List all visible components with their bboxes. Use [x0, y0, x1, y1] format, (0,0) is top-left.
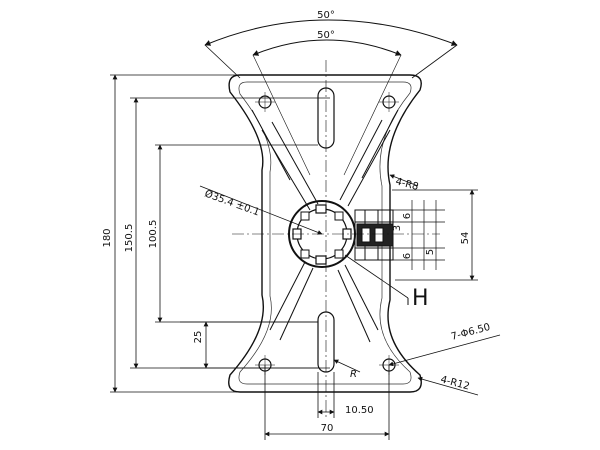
dim-5: 5 [425, 249, 436, 255]
hub-key-detail [354, 209, 394, 261]
right-small-dims [393, 200, 445, 270]
dim-100-5-label: 100.5 [148, 220, 159, 249]
dim-150-5-label: 150.5 [124, 224, 135, 253]
r8-leader [389, 174, 419, 187]
dim-25-label: 25 [193, 331, 204, 344]
dimension-10-50 [317, 372, 335, 418]
angle-dimension-inner [252, 39, 402, 176]
dimension-25 [180, 321, 318, 369]
holes-leader [388, 334, 501, 367]
angle-dimension-outer [204, 19, 458, 79]
dim-6-a: 6 [402, 213, 413, 219]
dimension-180 [110, 74, 240, 393]
outer-angle-label: 50° [317, 10, 335, 21]
center-lines [232, 60, 440, 420]
r12-label: 4-R12 [439, 374, 470, 392]
dim-70-label: 70 [321, 423, 334, 434]
plate-outline [228, 74, 422, 393]
dimension-70 [264, 365, 390, 440]
hub-diameter-leader [199, 185, 323, 235]
dim-10-50-label: 10.50 [345, 405, 374, 416]
dim-54-label: 54 [460, 232, 471, 245]
inner-angle-label: 50° [317, 30, 335, 41]
r8-label: 4-R8 [394, 176, 419, 193]
dim-180-label: 180 [102, 228, 113, 247]
dim-3: 3 [392, 225, 403, 231]
h-leader [344, 254, 409, 299]
x-spokes [251, 109, 399, 343]
r-label: R [350, 369, 357, 380]
dim-6-b: 6 [402, 253, 413, 259]
r-leader [333, 359, 361, 373]
holes-label: 7-Φ6.50 [450, 322, 492, 343]
section-h-label: H [412, 286, 429, 311]
dimension-54 [392, 189, 478, 281]
r12-leader [417, 376, 479, 396]
hub-diameter-label: Ø35.4 ±0.1 [203, 188, 261, 219]
